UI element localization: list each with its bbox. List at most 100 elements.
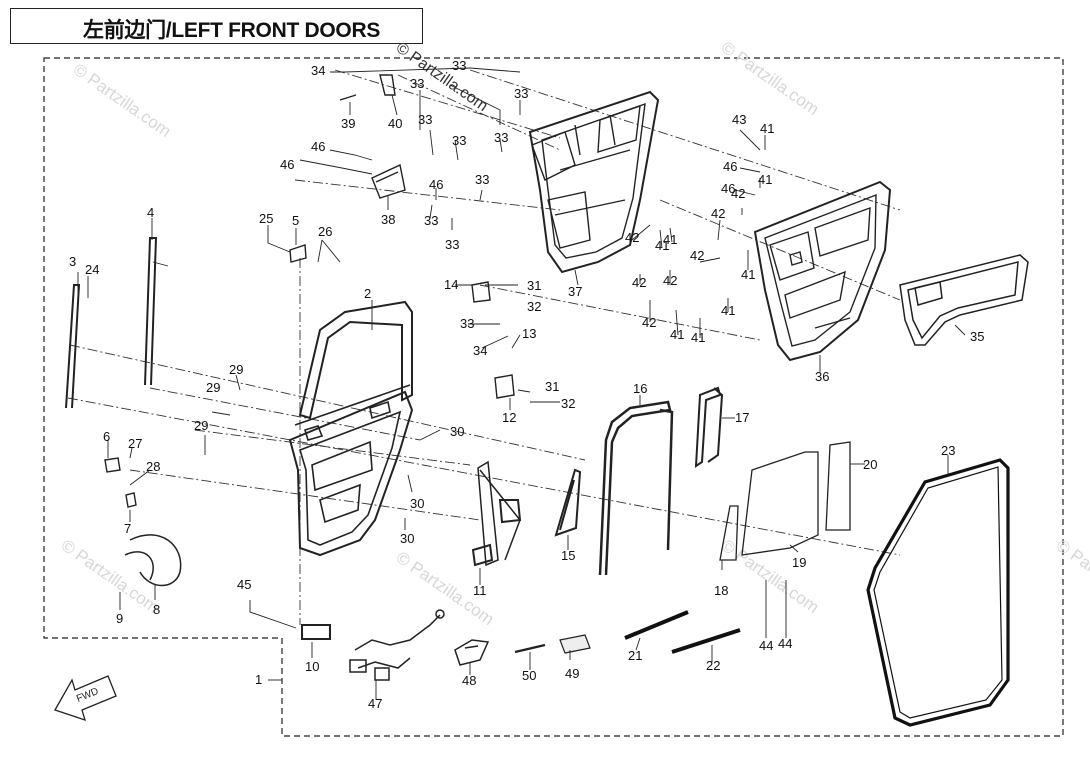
callout-28: 28 (146, 459, 160, 474)
callout-34: 34 (311, 63, 325, 78)
callout-49: 49 (565, 666, 579, 681)
callout-41: 41 (721, 303, 735, 318)
callout-42: 42 (663, 273, 677, 288)
callout-33: 33 (475, 172, 489, 187)
callout-41: 41 (663, 232, 677, 247)
callout-42: 42 (711, 206, 725, 221)
callout-41: 41 (691, 330, 705, 345)
callout-9: 9 (116, 611, 123, 626)
bracket-48 (454, 639, 490, 666)
callout-10: 10 (305, 659, 319, 674)
regulator-11 (471, 460, 522, 567)
cable-8 (124, 534, 182, 587)
callout-46: 46 (429, 177, 443, 192)
alignment-lines (67, 69, 901, 625)
callout-29: 29 (194, 418, 208, 433)
strip-22 (671, 628, 741, 654)
callout-41: 41 (758, 172, 772, 187)
callout-1: 1 (255, 672, 262, 687)
callout-layer: 1234567891011121314151617181920212223242… (69, 58, 984, 711)
callout-41: 41 (655, 238, 669, 253)
bracket-38 (371, 163, 406, 199)
callout-19: 19 (792, 555, 806, 570)
seal-17 (694, 386, 724, 468)
watermark: © Partzilla.com (718, 536, 823, 617)
callout-26: 26 (318, 224, 332, 239)
callout-33: 33 (514, 86, 528, 101)
seal-16 (598, 400, 674, 576)
callout-2: 2 (364, 286, 371, 301)
callout-25: 25 (259, 211, 273, 226)
callout-36: 36 (815, 369, 829, 384)
callout-38: 38 (381, 212, 395, 227)
strip-50 (514, 643, 546, 654)
switch-10 (301, 624, 331, 640)
rail-4 (144, 237, 158, 386)
callout-46: 46 (280, 157, 294, 172)
callout-7: 7 (124, 521, 131, 536)
watermark: © Partzilla.com (70, 60, 175, 141)
callout-42: 42 (632, 275, 646, 290)
glass-18 (719, 505, 739, 561)
callout-42: 42 (625, 230, 639, 245)
callout-30: 30 (410, 496, 424, 511)
rail-3 (65, 284, 81, 409)
callout-15: 15 (561, 548, 575, 563)
callout-29: 29 (206, 380, 220, 395)
callout-11: 11 (473, 583, 487, 598)
callout-45: 45 (237, 577, 251, 592)
weatherstrip-23-inner (873, 466, 1003, 719)
door-panel-37 (528, 90, 660, 274)
callout-21: 21 (628, 648, 642, 663)
callout-6: 6 (103, 429, 110, 444)
callout-33: 33 (410, 76, 424, 91)
callout-30: 30 (400, 531, 414, 546)
callout-33: 33 (418, 112, 432, 127)
callout-46: 46 (311, 139, 325, 154)
callout-30: 30 (450, 424, 464, 439)
callout-50: 50 (522, 668, 536, 683)
callout-20: 20 (863, 457, 877, 472)
outer-panel-35 (899, 254, 1029, 346)
callout-23: 23 (941, 443, 955, 458)
callout-42: 42 (642, 315, 656, 330)
callout-44: 44 (759, 638, 773, 653)
callout-42: 42 (731, 186, 745, 201)
callout-27: 27 (128, 436, 142, 451)
callout-32: 32 (527, 299, 541, 314)
strip-21 (624, 610, 689, 640)
glass-19 (741, 451, 819, 556)
callout-41: 41 (670, 327, 684, 342)
diagram-title: 左前边门/LEFT FRONT DOORS (83, 19, 381, 42)
callout-42: 42 (690, 248, 704, 263)
assembly-frame (43, 57, 1064, 737)
callout-24: 24 (85, 262, 99, 277)
callout-17: 17 (735, 410, 749, 425)
callout-31: 31 (545, 379, 559, 394)
callout-33: 33 (424, 213, 438, 228)
watermark: © Partzilla.com (1053, 536, 1090, 617)
callout-33: 33 (452, 58, 466, 73)
callout-12: 12 (502, 410, 516, 425)
callout-39: 39 (341, 116, 355, 131)
door-frame-2 (288, 300, 414, 557)
callout-29: 29 (229, 362, 243, 377)
fwd-arrow-icon: FWD (54, 675, 117, 722)
watermark: © Partzilla.com (718, 38, 823, 119)
callout-37: 37 (568, 284, 582, 299)
callout-35: 35 (970, 329, 984, 344)
callout-14: 14 (444, 277, 458, 292)
callout-41: 41 (741, 267, 755, 282)
door-panel-36 (753, 180, 892, 362)
callout-4: 4 (147, 205, 154, 220)
callout-32: 32 (561, 396, 575, 411)
watermark: © Partzilla.com (393, 39, 491, 115)
callout-16: 16 (633, 381, 647, 396)
glass-20 (825, 441, 851, 531)
callout-46: 46 (723, 159, 737, 174)
callout-43: 43 (732, 112, 746, 127)
callout-13: 13 (522, 326, 536, 341)
trim-15 (554, 468, 582, 537)
callout-34: 34 (473, 343, 487, 358)
